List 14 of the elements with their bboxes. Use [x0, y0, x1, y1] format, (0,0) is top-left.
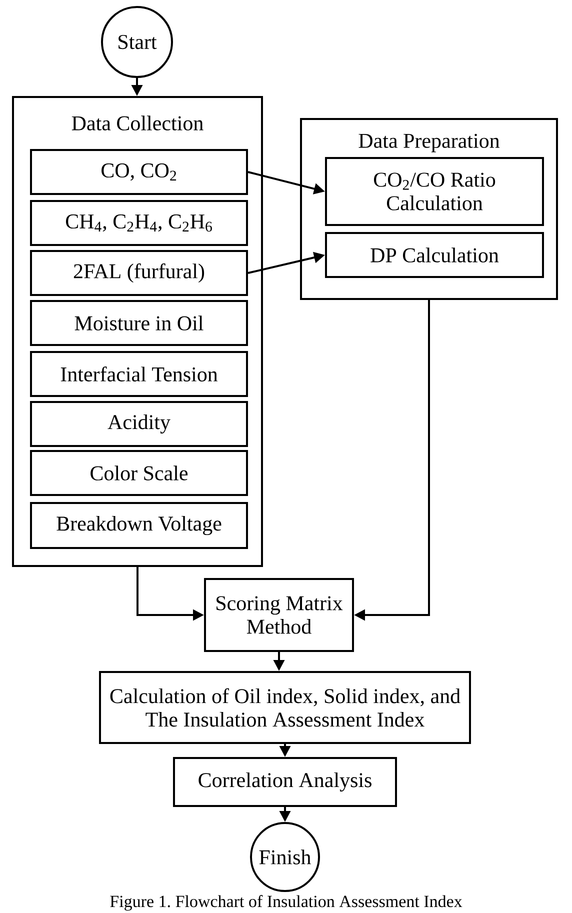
- figure-caption: Figure 1. Flowchart of Insulation Assessment Index: [110, 895, 462, 911]
- process-box: Color Scale: [30, 450, 248, 496]
- process-box: Interfacial Tension: [30, 351, 248, 397]
- process-box: 2FAL (furfural): [30, 250, 248, 296]
- process-box: DP Calculation: [325, 232, 544, 278]
- process-box: Moisture in Oil: [30, 300, 248, 346]
- process-box: Breakdown Voltage: [30, 502, 248, 549]
- process-box: CH$_{4}$, C$_{2}$H$_{4}$, C$_{2}$H$_{6}$: [30, 200, 248, 246]
- process-box: CO$_{2}$/CO Ratio Calculation: [325, 157, 544, 226]
- process-box: CO, CO$_{2}$: [30, 149, 248, 195]
- process-box: Calculation of Oil index, Solid index, and The Insulation Assessment Index: [99, 671, 471, 744]
- process-box: Scoring Matrix Method: [204, 578, 354, 652]
- process-box: Correlation Analysis: [173, 757, 397, 807]
- process-box: Acidity: [30, 401, 248, 447]
